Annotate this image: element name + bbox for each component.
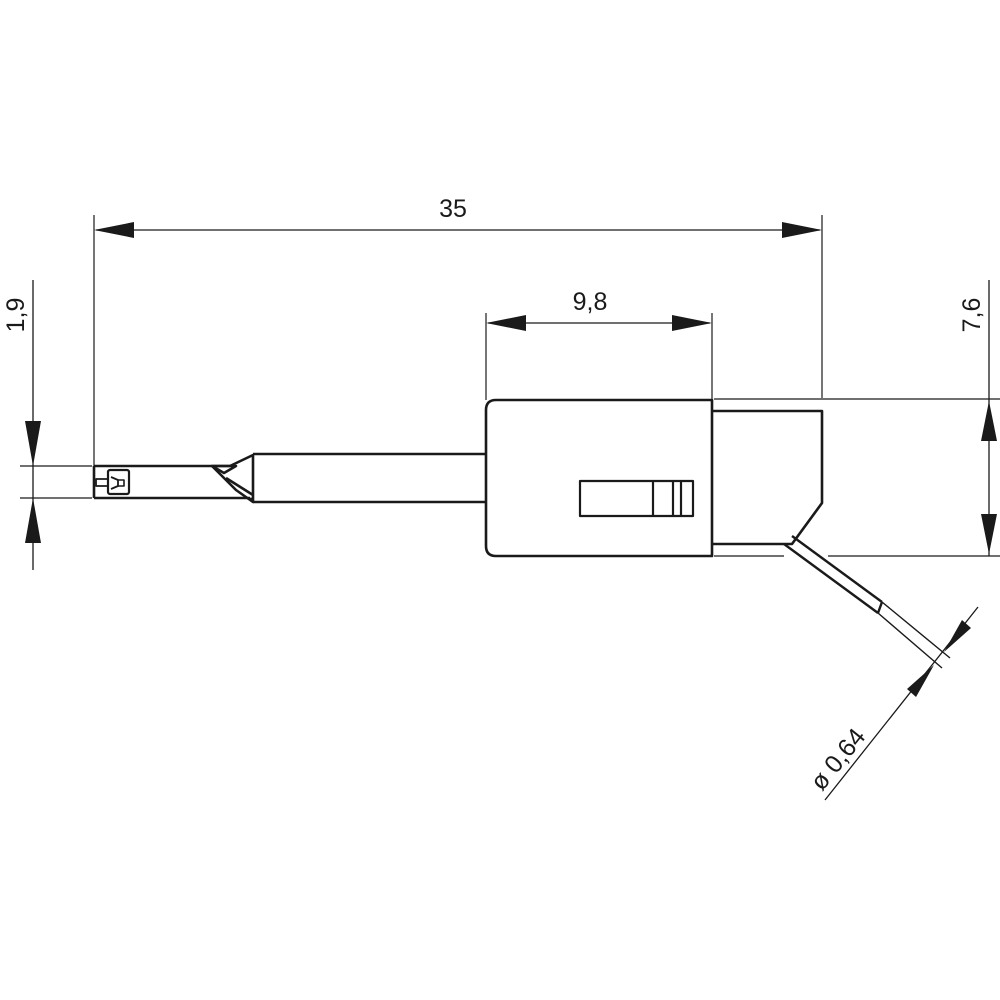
slider-button[interactable] [578,479,695,518]
dimension-overall-length: 35 [93,195,823,498]
probe-rear-cap [712,409,824,546]
dimension-wire-diameter: ø 0,64 [805,606,979,801]
probe-tip [92,464,250,500]
dimension-label-7-6: 7,6 [958,298,986,333]
dimension-tip-height: 1,9 [2,280,92,570]
probe-wire [783,535,951,669]
probe-housing [484,398,714,558]
dimension-label-35: 35 [439,195,467,223]
dimension-label-wire-diameter: ø 0,64 [805,723,871,796]
dimension-housing-length: 9,8 [485,288,713,400]
probe-cone [210,453,255,504]
dimension-label-9-8: 9,8 [573,288,608,316]
dimension-label-1-9: 1,9 [2,298,30,333]
probe-shaft [253,452,486,504]
dimension-housing-height: 7,6 [714,280,1000,557]
